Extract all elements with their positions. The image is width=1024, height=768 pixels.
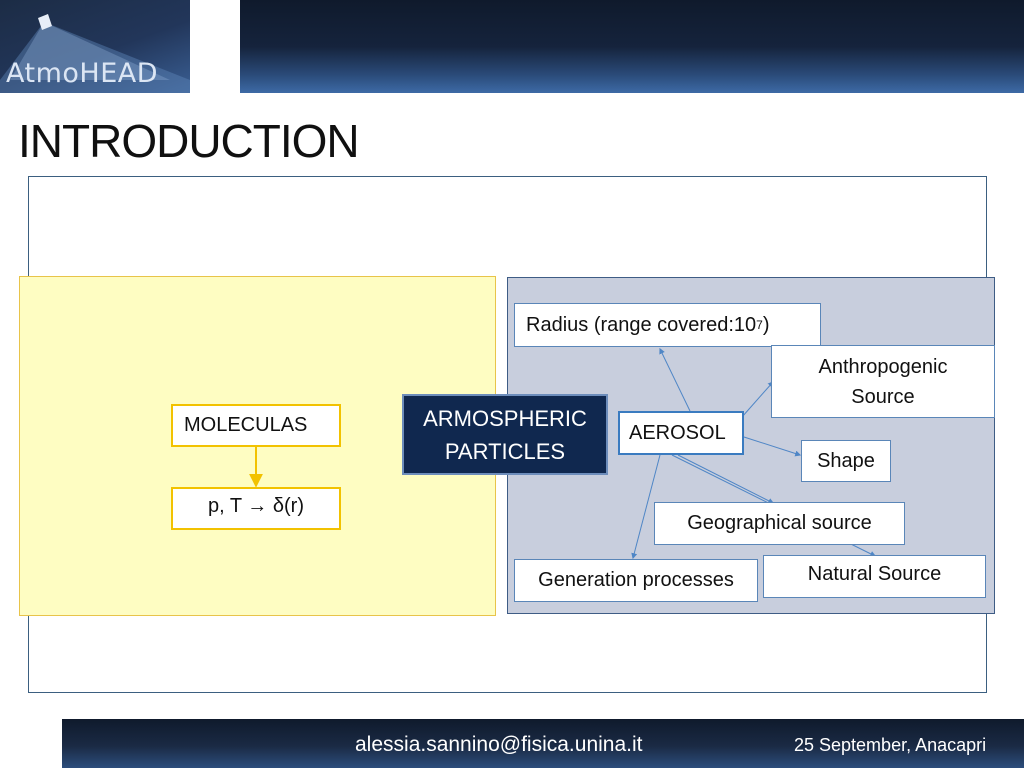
light-beam-icon — [0, 14, 190, 93]
aerosol-node: AEROSOL — [618, 411, 744, 455]
footer-band — [62, 719, 1024, 768]
page-title: INTRODUCTION — [18, 115, 360, 167]
geographical-source-node: Geographical source — [654, 502, 905, 545]
armospheric-particles-node: ARMOSPHERIC PARTICLES — [402, 394, 608, 475]
header-band — [240, 0, 1024, 93]
logo-text: AtmoHEAD — [6, 58, 159, 89]
pressure-temperature-node: p, T → δ(r) — [171, 487, 341, 530]
footer-date: 25 September, Anacapri — [794, 735, 987, 755]
anthropogenic-line-1: Anthropogenic — [818, 355, 948, 378]
radius-prefix: Radius (range covered:10 — [526, 313, 757, 336]
natural-source-node: Natural Source — [763, 555, 986, 598]
footer-email: alessia.sannino@fisica.unina.it — [355, 733, 643, 756]
armospheric-line-2: PARTICLES — [444, 438, 566, 464]
anthropogenic-source-node: Anthropogenic Source — [771, 345, 995, 418]
atmohead-logo: AtmoHEAD — [0, 0, 190, 93]
moleculas-node: MOLECULAS — [171, 404, 341, 447]
generation-processes-node: Generation processes — [514, 559, 758, 602]
shape-node: Shape — [801, 440, 891, 482]
anthropogenic-line-2: Source — [851, 385, 915, 408]
armospheric-line-1: ARMOSPHERIC — [423, 405, 587, 431]
radius-suffix: ) — [762, 313, 770, 336]
